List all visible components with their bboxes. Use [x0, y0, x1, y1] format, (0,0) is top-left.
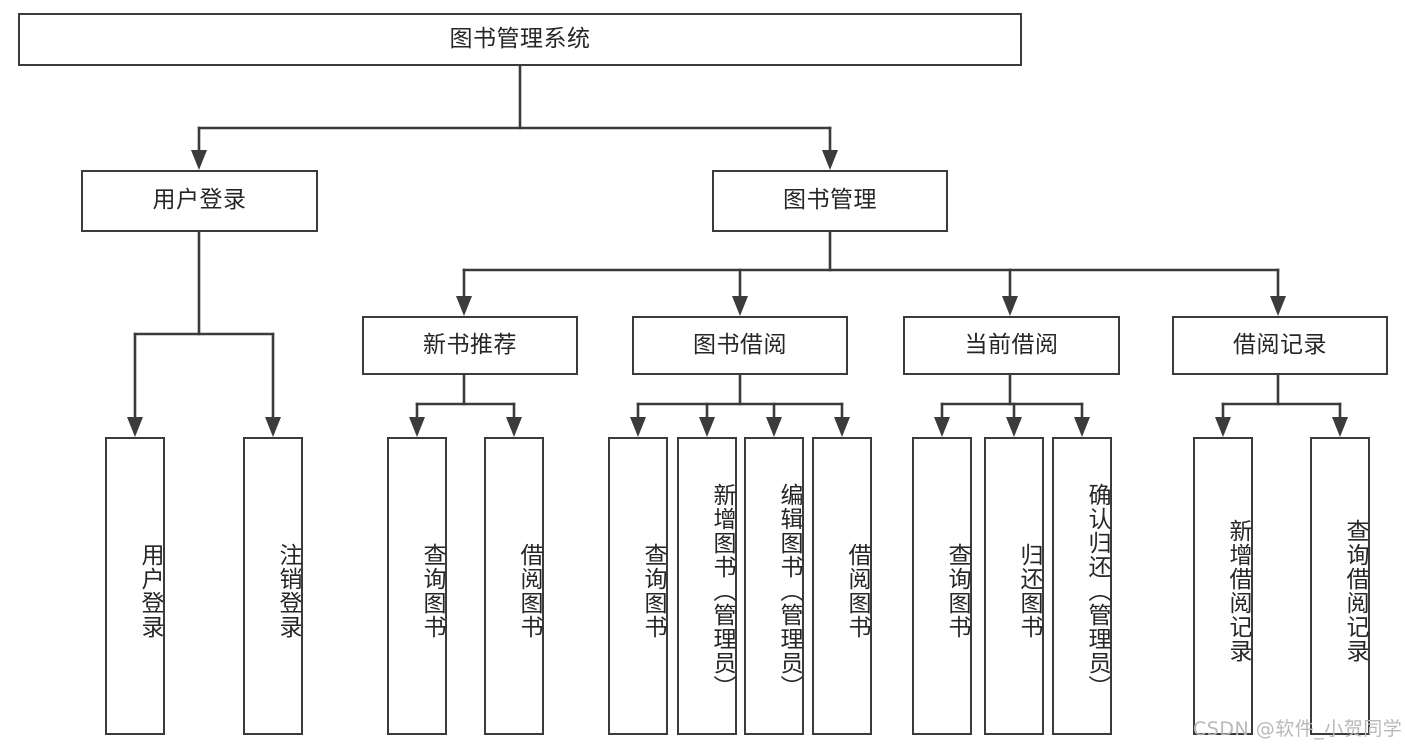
- node-label: 注销登录: [275, 543, 301, 639]
- arrowhead-icon: [822, 150, 838, 170]
- node-leaf-edit-book[interactable]: 编辑图书（管理员）: [744, 437, 804, 735]
- node-leaf-query-book-3[interactable]: 查询图书: [912, 437, 972, 735]
- arrowhead-icon: [699, 417, 715, 437]
- node-label: 借阅图书: [844, 543, 870, 639]
- arrowhead-icon: [1215, 417, 1231, 437]
- arrowhead-icon: [1332, 417, 1348, 437]
- node-leaf-add-record[interactable]: 新增借阅记录: [1193, 437, 1253, 735]
- node-label: 新增图书（管理员）: [709, 483, 735, 699]
- node-bookmgmt[interactable]: 图书管理: [712, 170, 948, 232]
- arrowhead-icon: [265, 417, 281, 437]
- arrowhead-icon: [934, 417, 950, 437]
- node-records[interactable]: 借阅记录: [1172, 316, 1388, 375]
- node-label: 归还图书: [1016, 543, 1042, 639]
- arrowhead-icon: [732, 296, 748, 316]
- arrowhead-icon: [630, 417, 646, 437]
- node-label: 新增借阅记录: [1225, 519, 1251, 663]
- node-current[interactable]: 当前借阅: [903, 316, 1120, 375]
- node-label: 借阅图书: [516, 543, 542, 639]
- node-label: 图书借阅: [693, 331, 787, 358]
- node-label: 编辑图书（管理员）: [776, 483, 802, 699]
- node-label: 借阅记录: [1233, 331, 1327, 358]
- watermark-text: CSDN @软件_小贺同学: [1193, 718, 1403, 740]
- node-label: 图书管理: [783, 187, 877, 214]
- node-leaf-query-book-2[interactable]: 查询图书: [608, 437, 668, 735]
- node-label: 用户登录: [137, 543, 163, 639]
- node-leaf-query-book-1[interactable]: 查询图书: [387, 437, 447, 735]
- arrowhead-icon: [409, 417, 425, 437]
- node-leaf-logout[interactable]: 注销登录: [243, 437, 303, 735]
- node-leaf-borrow-book-2[interactable]: 借阅图书: [812, 437, 872, 735]
- node-label: 查询图书: [419, 543, 445, 639]
- node-label: 当前借阅: [964, 331, 1059, 358]
- node-leaf-confirm-return[interactable]: 确认归还（管理员）: [1052, 437, 1112, 735]
- node-root[interactable]: 图书管理系统: [18, 13, 1022, 66]
- node-label: 图书管理系统: [449, 25, 591, 52]
- node-label: 查询图书: [944, 543, 970, 639]
- node-label: 确认归还（管理员）: [1084, 483, 1110, 699]
- arrowhead-icon: [834, 417, 850, 437]
- node-label: 查询借阅记录: [1342, 519, 1368, 663]
- arrowhead-icon: [1002, 296, 1018, 316]
- arrowhead-icon: [1270, 296, 1286, 316]
- node-leaf-add-book[interactable]: 新增图书（管理员）: [677, 437, 737, 735]
- arrowhead-icon: [1006, 417, 1022, 437]
- node-newbook[interactable]: 新书推荐: [362, 316, 578, 375]
- node-login[interactable]: 用户登录: [81, 170, 318, 232]
- arrowhead-icon: [191, 150, 207, 170]
- arrowhead-icon: [1074, 417, 1090, 437]
- arrowhead-icon: [506, 417, 522, 437]
- node-leaf-query-record[interactable]: 查询借阅记录: [1310, 437, 1370, 735]
- arrowhead-icon: [456, 296, 472, 316]
- node-leaf-return-book[interactable]: 归还图书: [984, 437, 1044, 735]
- node-label: 新书推荐: [423, 331, 517, 358]
- node-borrow[interactable]: 图书借阅: [632, 316, 848, 375]
- node-label: 查询图书: [640, 543, 666, 639]
- arrowhead-icon: [766, 417, 782, 437]
- node-leaf-borrow-book-1[interactable]: 借阅图书: [484, 437, 544, 735]
- arrowhead-icon: [127, 417, 143, 437]
- node-leaf-user-login[interactable]: 用户登录: [105, 437, 165, 735]
- node-label: 用户登录: [152, 187, 247, 214]
